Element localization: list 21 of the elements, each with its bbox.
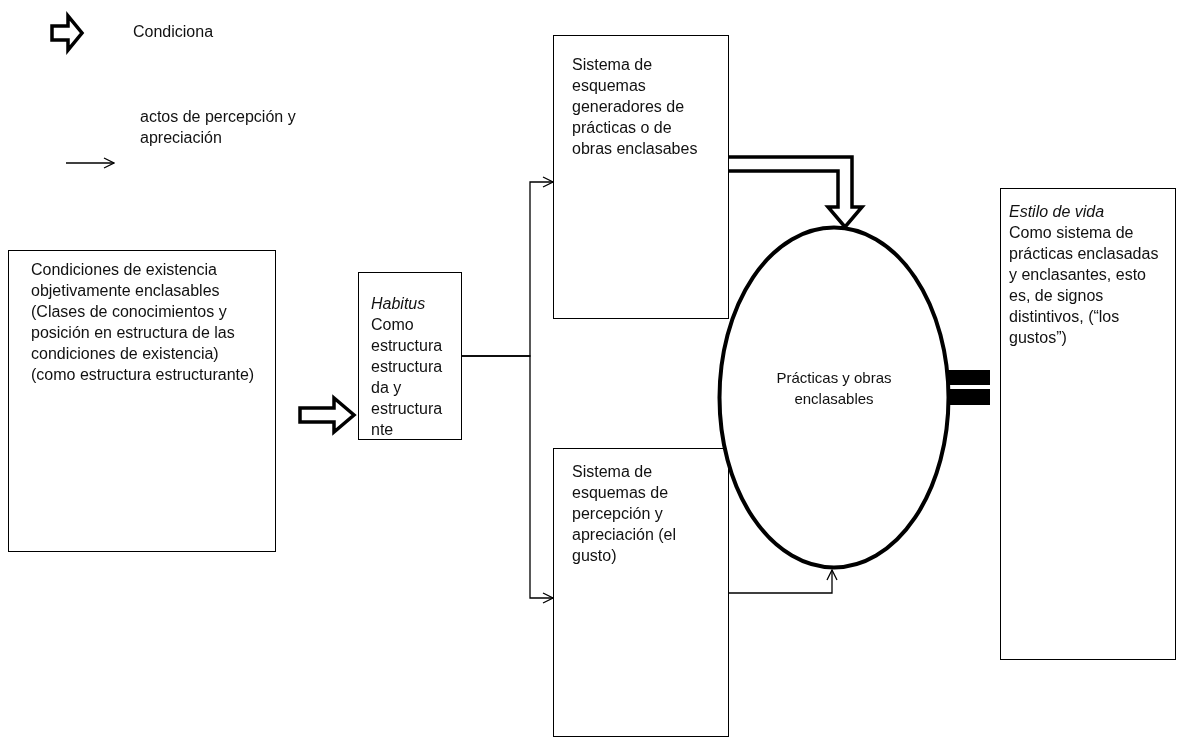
legend-label: actos de percepción y apreciación xyxy=(140,107,297,148)
node-heading: Habitus xyxy=(371,294,427,314)
node-label: Como estructura estructura da y estructura nte xyxy=(371,315,444,440)
node-label: Condiciones de existencia objetivamente enclasables xyxy=(31,260,221,301)
process-box xyxy=(553,35,729,319)
process-box xyxy=(1000,188,1176,660)
node-label: Prácticas y obras enclasables xyxy=(775,367,893,409)
process-box xyxy=(358,272,462,440)
node-label: Como sistema de prácticas enclasadas y enclasantes, esto es, de signos distintivos, (“los gustos”) xyxy=(1009,223,1160,348)
node-label: Sistema de esquemas de percepción y apreciación (el gusto) xyxy=(572,462,678,566)
process-box xyxy=(553,448,729,737)
process-box xyxy=(8,250,276,552)
node-label: (Clases de conocimientos y posición en estructura de las condiciones de existencia) xyxy=(31,302,236,364)
legend-label: Condiciona xyxy=(133,22,215,42)
arrow xyxy=(728,569,838,594)
node-label: (como estructura estructurante) xyxy=(31,365,256,385)
arrow xyxy=(461,355,554,604)
block-arrow xyxy=(298,394,357,436)
node-heading: Estilo de vida xyxy=(1009,202,1106,222)
node-label: Sistema de esquemas generadores de prácticas o de obras enclasabes xyxy=(572,55,699,159)
ellipse-node xyxy=(717,225,951,570)
